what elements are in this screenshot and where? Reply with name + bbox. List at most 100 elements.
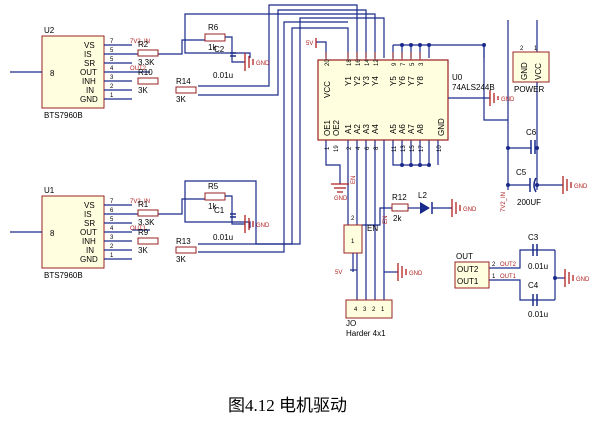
out1-net-label: OUT1 xyxy=(500,274,517,280)
u2-pin-num: 3 xyxy=(110,75,114,81)
r10-ref: R10 xyxy=(138,68,153,77)
vin-net-label: 7V2_IN xyxy=(501,192,507,212)
u2-pin-num: 4 xyxy=(110,66,114,72)
u0-pin-label: Y8 xyxy=(416,76,425,86)
u1-pin-num: 5 xyxy=(110,217,114,223)
u0-pin-num: 20 xyxy=(325,59,331,66)
en-jumper: 1 2 EN xyxy=(343,216,378,272)
u2-pin-label: IS xyxy=(84,50,92,59)
gnd-label: GND xyxy=(409,271,423,277)
u2-pin-label: INH xyxy=(82,77,96,86)
u0-pin-label: Y2 xyxy=(353,76,362,86)
u1-pin-num: 3 xyxy=(110,235,114,241)
header-pin-num: 2 xyxy=(372,307,376,313)
u0-pin-label: A5 xyxy=(389,124,398,134)
header-body xyxy=(345,299,393,319)
u0-pin-num: 16 xyxy=(356,59,362,66)
power-pin-label: GND xyxy=(520,62,529,80)
u0-pin-num: 14 xyxy=(365,59,371,66)
out-pin-label: OUT2 xyxy=(457,265,479,274)
u2-pin-label: GND xyxy=(80,95,98,104)
u2-ref: U2 xyxy=(44,26,55,35)
u2-pin-label: VS xyxy=(84,41,95,50)
r2-ref: R2 xyxy=(138,40,149,49)
u0-pin-label: Y1 xyxy=(344,76,353,86)
u0-pin-label: Y5 xyxy=(389,76,398,86)
u2-net-out: OUT2 xyxy=(130,66,147,72)
u1-pin-label: SR xyxy=(84,219,95,228)
u2-pin-num: 1 xyxy=(110,93,114,99)
r2-value: 3.3K xyxy=(138,58,155,67)
r12-value: 2k xyxy=(393,214,402,223)
u1-net-out: OUT1 xyxy=(130,226,147,232)
u0-buffer: U0 74ALS244B 20 18 16 14 12 9 7 5 3 VCC … xyxy=(306,38,515,202)
u0-pin-num: 6 xyxy=(365,146,371,150)
u0-pin-num: 19 xyxy=(334,145,340,152)
interconnect-wires xyxy=(132,4,556,301)
u0-pin-label: A2 xyxy=(353,124,362,134)
ground-icon xyxy=(564,269,574,287)
ground-icon xyxy=(331,183,349,193)
out-pin-num: 2 xyxy=(492,262,496,268)
c5-value: 200UF xyxy=(517,198,541,207)
figure-caption: 图4.12 电机驱动 xyxy=(228,396,347,415)
u0-pin-label: Y6 xyxy=(398,76,407,86)
u0-pin-num: 4 xyxy=(356,146,362,150)
u0-pin-num: 12 xyxy=(374,59,380,66)
u1-pin-label: IS xyxy=(84,210,92,219)
u0-part: 74ALS244B xyxy=(452,83,495,92)
u2-pins: VS IS SR OUT INH IN GND 7 5 5 4 3 2 1 xyxy=(80,39,132,104)
u0-pin-num: 15 xyxy=(410,145,416,152)
u2-pin-num: 5 xyxy=(110,48,114,54)
u0-pin-label: A1 xyxy=(344,124,353,134)
r14-value: 3K xyxy=(176,95,186,104)
u2-pin-num: 5 xyxy=(110,57,114,63)
r9-value: 3K xyxy=(138,246,148,255)
u0-oe2-label: OE2 xyxy=(332,119,341,136)
en-net-label: EN xyxy=(351,176,357,184)
out-connector: OUT OUT2 OUT1 2 1 OUT2 OUT1 C3 0.01u C4 … xyxy=(454,233,590,319)
gnd-label: GND xyxy=(334,196,348,202)
u0-pin-label: Y7 xyxy=(407,76,416,86)
u0-pin-label: A4 xyxy=(371,124,380,134)
u0-pin-num: 9 xyxy=(392,62,398,66)
u2-pin-label: SR xyxy=(84,59,95,68)
gnd-label: GND xyxy=(576,277,590,283)
u0-pin-label: Y3 xyxy=(362,76,371,86)
u1-pin-label: OUT xyxy=(80,228,97,237)
u1-pins: VS IS SR OUT INH IN GND 7 6 5 4 3 2 1 xyxy=(80,199,132,264)
ground-icon xyxy=(244,215,254,233)
u1-pin-label: IN xyxy=(86,246,94,255)
gnd-label: GND xyxy=(463,207,477,213)
header-pin-num: 3 xyxy=(363,307,367,313)
header-ref: JO xyxy=(346,319,356,328)
u0-pin-label: Y4 xyxy=(371,76,380,86)
r5-ref: R5 xyxy=(208,182,219,191)
r13-value: 3K xyxy=(176,255,186,264)
u0-pin-label: A3 xyxy=(362,124,371,134)
led-indicator: R12 2k L2 GND EN xyxy=(383,191,477,224)
header-4x1: 4 3 2 1 JO Harder 4x1 5V GND xyxy=(335,263,423,338)
u0-pin-label: A8 xyxy=(416,124,425,134)
r5-resistor xyxy=(204,192,226,201)
u1-net-vin: 7V2_IN xyxy=(130,199,150,205)
u0-pin-num: 10 xyxy=(437,145,443,152)
u1-pin-num: 1 xyxy=(110,253,114,259)
u0-pin-label: A6 xyxy=(398,124,407,134)
r12-ref: R12 xyxy=(392,193,407,202)
c3-value: 0.01u xyxy=(528,262,548,271)
c4-value: 0.01u xyxy=(528,310,548,319)
power-pin-num: 1 xyxy=(534,46,538,52)
c6-ref: C6 xyxy=(526,128,537,137)
u2-net-vin: 7V2_IN xyxy=(130,39,150,45)
out-pin-num: 1 xyxy=(492,274,496,280)
r5-value: 1k xyxy=(208,202,217,211)
power-ref: POWER xyxy=(514,85,544,94)
gnd-label: GND xyxy=(256,223,270,229)
ground-icon xyxy=(489,90,499,106)
c1-ref: C1 xyxy=(214,206,225,215)
r14-ref: R14 xyxy=(176,77,191,86)
u1-pin-num: 2 xyxy=(110,244,114,250)
u0-pin-num: 3 xyxy=(419,62,425,66)
